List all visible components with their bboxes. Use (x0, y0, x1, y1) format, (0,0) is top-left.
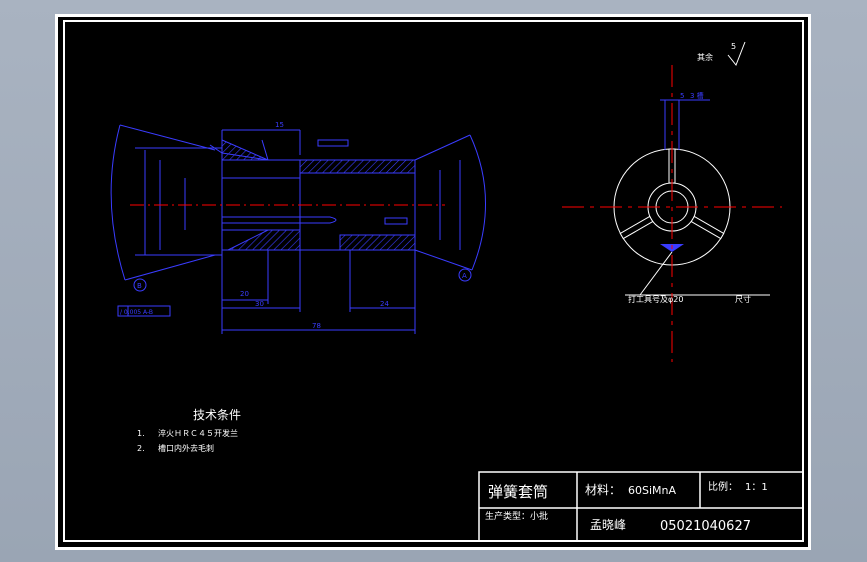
section-view (110, 124, 486, 334)
title-block (478, 471, 804, 542)
material-value: 60SiMnA (628, 484, 676, 497)
designer-name: 孟晓峰 (590, 518, 626, 532)
note-1: 淬火ＨＲＣ４５开发兰 (158, 428, 238, 438)
drawing-frame (63, 20, 804, 542)
dim-5: 5 (680, 92, 684, 100)
production-type: 生产类型：小批 (485, 512, 549, 522)
dim-30: 30 (255, 300, 264, 308)
dim-20: 20 (240, 290, 249, 298)
note-2-number: 2. (137, 444, 145, 453)
dim-24: 24 (380, 300, 389, 308)
datum-a: A (462, 272, 467, 280)
slot-label: 3 槽 (690, 91, 704, 100)
scale-value: 1：1 (745, 482, 768, 493)
engrave-size: 尺寸 (735, 294, 751, 304)
datum-b: B (137, 282, 142, 290)
part-name: 弹簧套筒 (488, 483, 548, 501)
roughness-other: 其余 (697, 52, 713, 62)
engrave-note: 打工具号及φ20 (628, 294, 683, 304)
note-2: 槽口内外去毛刺 (158, 443, 214, 453)
end-view (613, 41, 770, 296)
material-label: 材料： (585, 483, 621, 497)
dim-78: 78 (312, 322, 321, 330)
dim-15: 15 (275, 121, 284, 129)
notes-title: 技术条件 (193, 408, 241, 422)
roughness-value: 5 (731, 42, 736, 51)
note-1-number: 1. (137, 429, 145, 438)
drawing-number: 05021040627 (660, 519, 751, 534)
scale-label: 比例： (708, 480, 738, 493)
tolerance-frame: / 0.005 A-B (120, 309, 153, 316)
drawing-sheet-border (55, 14, 811, 550)
